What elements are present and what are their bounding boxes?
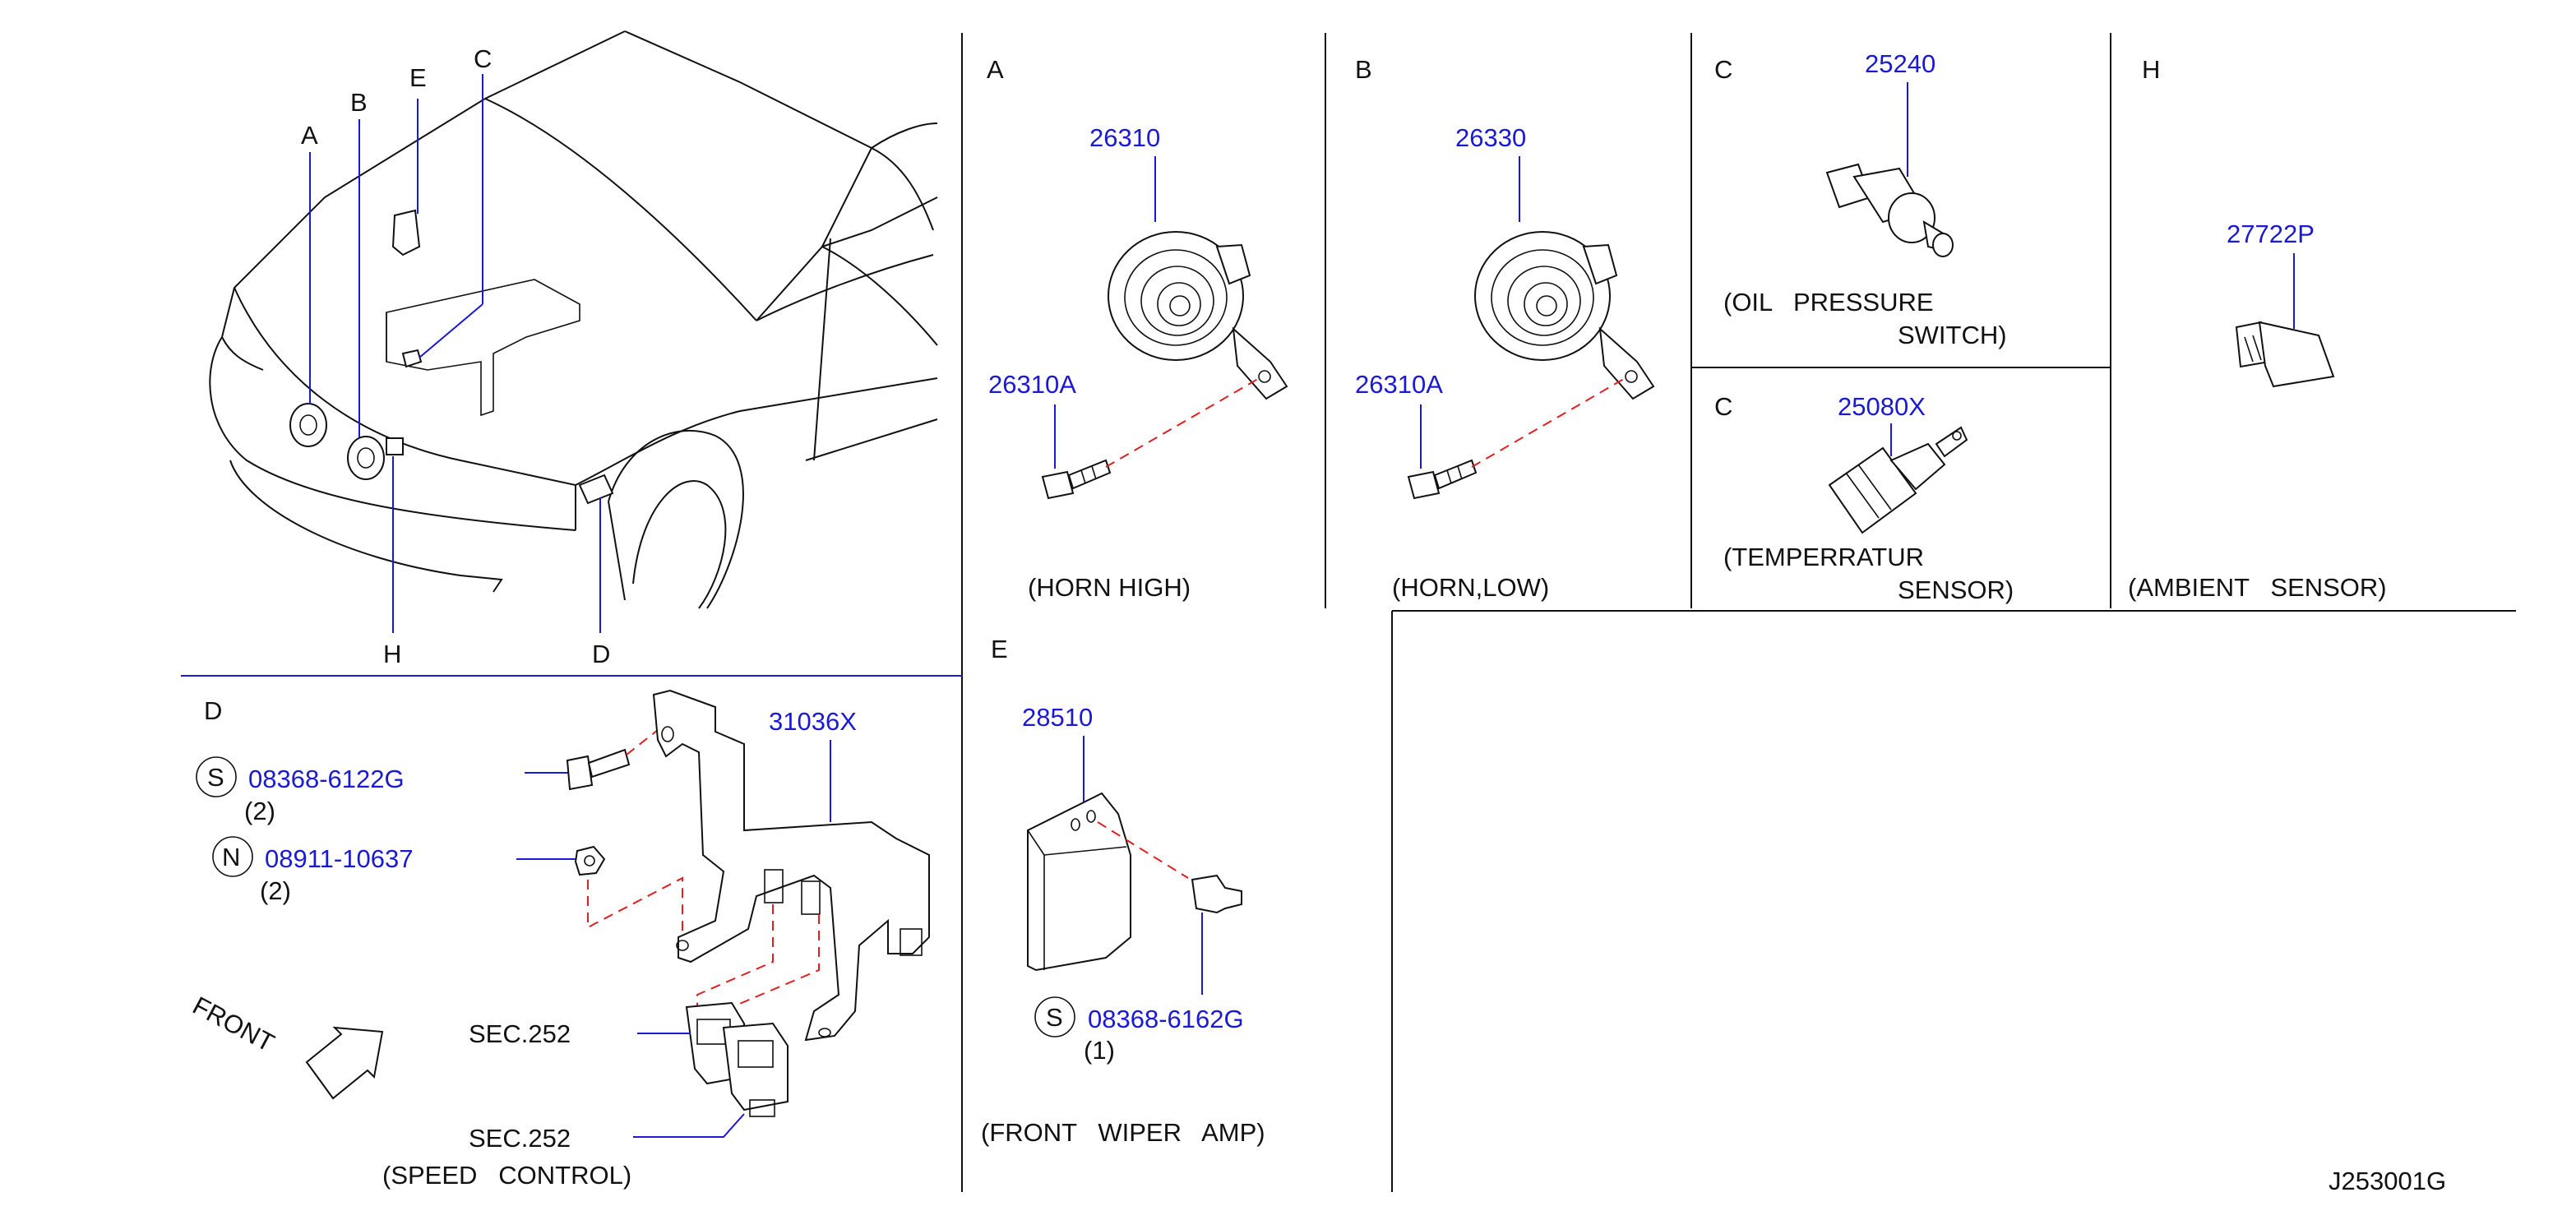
panel-c2: C 25080X (TEMPERRATUR SENSOR) — [1714, 392, 2014, 604]
relay-bracket-icon — [652, 689, 930, 1042]
overview-letter-h: H — [383, 640, 401, 668]
overview-letter-c: C — [474, 44, 492, 73]
panel-h-caption: (AMBIENT SENSOR) — [2128, 573, 2387, 602]
panel-c2-part: 25080X — [1838, 392, 1926, 421]
panel-e-screw-qty: (1) — [1084, 1036, 1115, 1065]
panel-e-caption: (FRONT WIPER AMP) — [981, 1118, 1265, 1147]
panel-b-letter: B — [1355, 55, 1372, 84]
panel-a-part-bolt: 26310A — [988, 370, 1076, 399]
panel-e-letter: E — [991, 635, 1008, 663]
front-arrow-icon — [305, 1026, 384, 1100]
panel-d-bracket-part: 31036X — [769, 707, 857, 736]
ambient-sensor-icon — [2235, 321, 2335, 388]
panel-a-part-main: 26310 — [1089, 123, 1160, 152]
overview-letter-e: E — [409, 63, 427, 92]
panel-d-screw-part: 08368-6122G — [248, 765, 405, 793]
panel-a: A 26310 26310A (HORN HIGH) — [987, 55, 1288, 602]
horn-high-icon — [1108, 231, 1288, 400]
panel-e-part-main: 28510 — [1022, 703, 1093, 732]
panel-b-caption: (HORN,LOW) — [1392, 573, 1549, 602]
panel-d-sec-label-1: SEC.252 — [469, 1019, 571, 1048]
screw-icon — [566, 748, 631, 791]
panel-e-screw-part: 08368-6162G — [1088, 1005, 1244, 1033]
relay-icon-2 — [722, 1022, 789, 1117]
panel-h-letter: H — [2142, 55, 2160, 84]
panel-b-part-bolt: 26310A — [1355, 370, 1443, 399]
panel-c1: C 25240 (OIL PRESSURE SWITCH) — [1714, 49, 2007, 349]
drawing-code: J253001G — [2329, 1167, 2446, 1195]
bolt-icon — [1407, 459, 1478, 500]
overview-leaders — [309, 74, 601, 633]
panel-d-letter: D — [204, 696, 222, 725]
panel-c2-caption-1: (TEMPERRATUR — [1723, 543, 1924, 571]
panel-b: B 26330 26310A (HORN,LOW) — [1355, 55, 1655, 602]
panel-c1-part: 25240 — [1865, 49, 1935, 78]
panel-d-nut-part: 08911-10637 — [265, 844, 413, 873]
overview-letter-a: A — [301, 121, 318, 150]
oil-pressure-switch-icon — [1825, 163, 1954, 257]
panel-a-letter: A — [987, 55, 1004, 84]
overview-letter-d: D — [592, 640, 610, 668]
overview-letters: A B E C H D — [301, 44, 610, 668]
panel-d-nut-symbol: N — [222, 843, 240, 871]
car-overview — [209, 30, 938, 609]
bolt-icon — [1191, 874, 1242, 914]
panel-c1-caption-2: SWITCH) — [1898, 321, 2007, 349]
panel-d-sec-label-2: SEC.252 — [469, 1124, 571, 1153]
nut-symbol-icon — [212, 836, 253, 877]
temperature-sensor-icon — [1828, 426, 1968, 534]
panel-d-nut-qty: (2) — [260, 876, 291, 905]
panel-h-part: 27722P — [2227, 220, 2315, 248]
bolt-icon — [1041, 459, 1112, 500]
panel-e: E 28510 S 08368-6162G (1) (FRONT WIPER A… — [981, 635, 1265, 1147]
panel-h: H 27722P (AMBIENT SENSOR) — [2128, 55, 2387, 602]
panel-frames — [181, 33, 2516, 1192]
panel-c2-letter: C — [1714, 392, 1732, 421]
panel-c2-caption-2: SENSOR) — [1898, 575, 2014, 604]
panel-d-screw-qty: (2) — [244, 797, 275, 825]
panel-c1-caption-1: (OIL PRESSURE — [1723, 288, 1934, 317]
panel-d-screw-symbol: S — [207, 763, 224, 792]
panel-d-sec-caption-2: (SPEED CONTROL) — [382, 1161, 631, 1190]
panel-d: D 31036X S 08368-6122G (2) N 08911-10637… — [188, 689, 930, 1190]
wiper-amp-icon — [1027, 792, 1131, 972]
panel-a-caption: (HORN HIGH) — [1028, 573, 1191, 602]
panel-e-screw-symbol: S — [1046, 1003, 1063, 1032]
panel-d-front-label: FRONT — [188, 991, 280, 1057]
panel-c1-letter: C — [1714, 55, 1732, 84]
overview-letter-b: B — [350, 88, 368, 117]
screw-symbol-icon — [1034, 996, 1075, 1037]
nut-icon — [574, 845, 606, 876]
horn-low-icon — [1474, 231, 1655, 400]
screw-symbol-icon — [196, 756, 237, 797]
panel-b-part-main: 26330 — [1455, 123, 1526, 152]
